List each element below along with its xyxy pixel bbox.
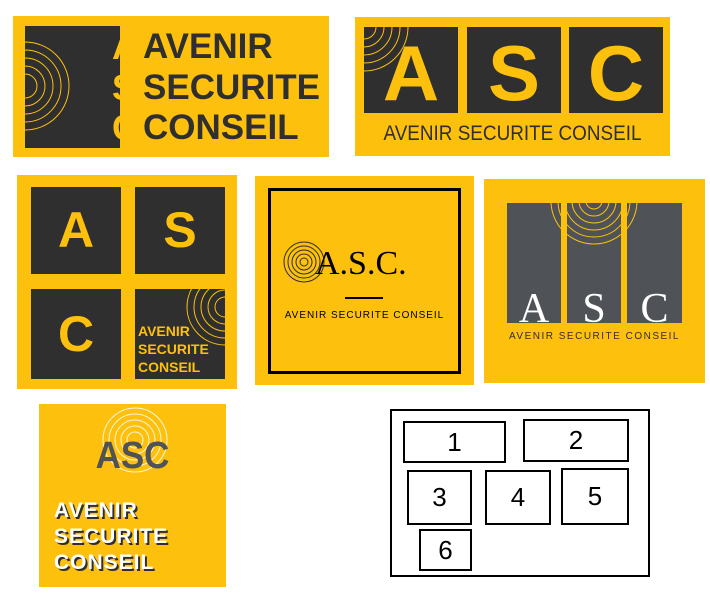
logo-1-letter-a: A: [112, 26, 138, 67]
logo-3-tile-c: C: [31, 289, 121, 379]
legend-box-5: 5: [561, 468, 629, 525]
logo-6-word-conseil: CONSEIL: [54, 551, 155, 574]
logo-4: A.S.C. AVENIR SECURITE CONSEIL: [255, 176, 474, 385]
logo-5-letter-c: C: [640, 286, 669, 332]
logo-4-divider: [345, 297, 383, 299]
logo-5: A S C AVENIR SECURITE CONSEIL: [484, 179, 705, 383]
logo-2-tile-a: A: [364, 27, 458, 113]
logo-3-tile-a: A: [31, 187, 121, 274]
logo-5-tagline: AVENIR SECURITE CONSEIL: [508, 331, 680, 342]
logo-4-title: A.S.C.: [315, 245, 407, 282]
concentric-rings-icon: [102, 407, 168, 473]
concentric-rings-icon: [550, 179, 638, 245]
logo-5-panel-s: S: [567, 203, 621, 331]
logo-2-tile-s: S: [467, 27, 561, 117]
logo-5-panel-c: C: [627, 203, 682, 331]
logo-5-letter-a: A: [518, 286, 550, 332]
legend-box-3: 3: [407, 470, 472, 525]
logo-2: A S C AVENIR SECURITE CONSEIL: [355, 17, 670, 156]
logo-2-tagline: AVENIR SECURITE CONSEIL: [383, 122, 642, 145]
concentric-rings-icon: [283, 241, 325, 283]
logo-1-letter-s: S: [112, 67, 137, 108]
logo-3-word-securite: SECURITE: [138, 341, 209, 357]
logo-1: A S C AVENIR SECURITE CONSEIL: [13, 16, 329, 157]
logo-5-letter-s: S: [582, 286, 606, 332]
logo-2-letter-s: S: [487, 29, 541, 117]
logo-3: A S C AVENIR SECURITE CONSEIL: [17, 175, 237, 389]
logo-4-tagline: AVENIR SECURITE CONSEIL: [284, 310, 445, 321]
logo-3-tile-s: S: [135, 187, 225, 274]
logo-3-tile-text: AVENIR SECURITE CONSEIL: [135, 289, 225, 379]
logo-5-panel-a: A: [507, 203, 561, 331]
logo-1-letter-c: C: [112, 107, 138, 148]
logo-2-letter-a: A: [382, 29, 440, 113]
logo-1-word-conseil: CONSEIL: [143, 108, 299, 147]
logo-3-letter-a: A: [57, 202, 95, 258]
legend-box-2: 2: [523, 419, 629, 462]
logo-1-word-securite: SECURITE: [143, 68, 320, 107]
legend-box-4: 4: [485, 470, 551, 525]
logo-6: ASC AVENIR SECURITE CONSEIL: [39, 404, 226, 587]
logo-6-mark: ASC: [95, 435, 170, 477]
logo-3-word-conseil: CONSEIL: [138, 359, 201, 375]
logo-6-word-avenir: AVENIR: [54, 499, 138, 522]
logo-6-word-securite: SECURITE: [54, 525, 169, 548]
logo-2-letter-c: C: [587, 29, 645, 117]
logo-1-word-avenir: AVENIR: [143, 27, 273, 66]
concentric-rings-icon: [186, 289, 225, 346]
legend-box-1: 1: [403, 421, 506, 463]
logo-3-letter-s: S: [163, 202, 197, 258]
logo-4-frame: [268, 188, 461, 374]
logo-3-word-avenir: AVENIR: [138, 323, 190, 339]
layout-legend: 1 2 3 4 5 6: [390, 409, 650, 577]
logo-2-tile-c: C: [569, 27, 663, 117]
logo-1-dark-panel: [25, 26, 120, 148]
concentric-rings-icon: [25, 41, 70, 131]
logo-3-letter-c: C: [57, 306, 95, 362]
legend-box-6: 6: [419, 529, 472, 571]
